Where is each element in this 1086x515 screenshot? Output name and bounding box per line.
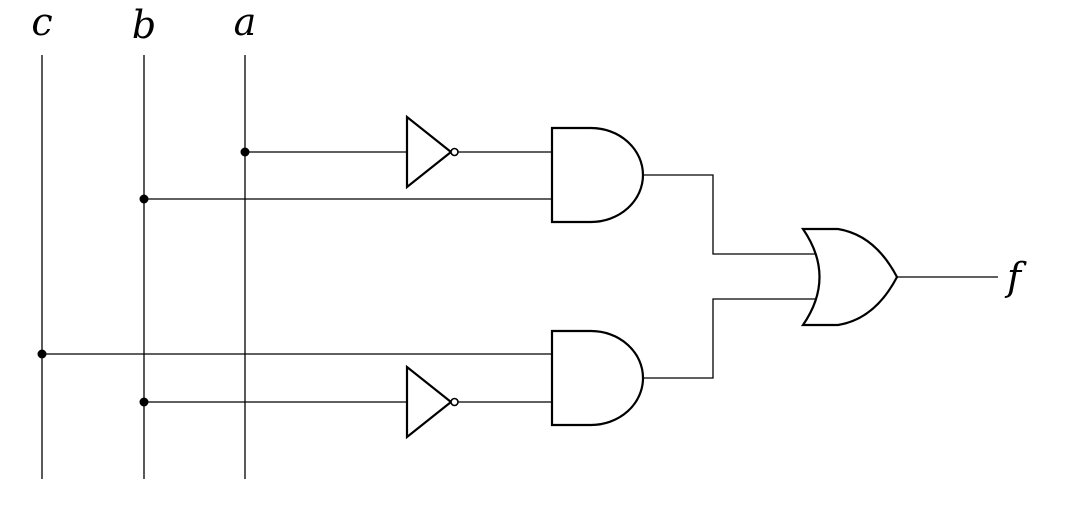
not-gate-upper [405,114,459,190]
not-gate-lower [405,364,459,440]
junction-b-upper [139,194,149,204]
not-bubble-upper [450,147,459,157]
wire-and1-to-or [643,174,823,255]
not-bubble-lower [450,397,459,407]
and-gate-lower [550,329,645,427]
junction-c [37,349,47,359]
output-label-f: f [1004,255,1027,299]
wire-and2-to-or [643,298,823,379]
input-label-a: a [234,0,257,44]
or-gate [800,227,899,327]
input-label-c: c [31,0,52,44]
input-label-b: b [132,3,156,47]
junction-b-lower [139,397,149,407]
and-gate-upper [550,126,645,224]
junction-a [240,147,250,157]
